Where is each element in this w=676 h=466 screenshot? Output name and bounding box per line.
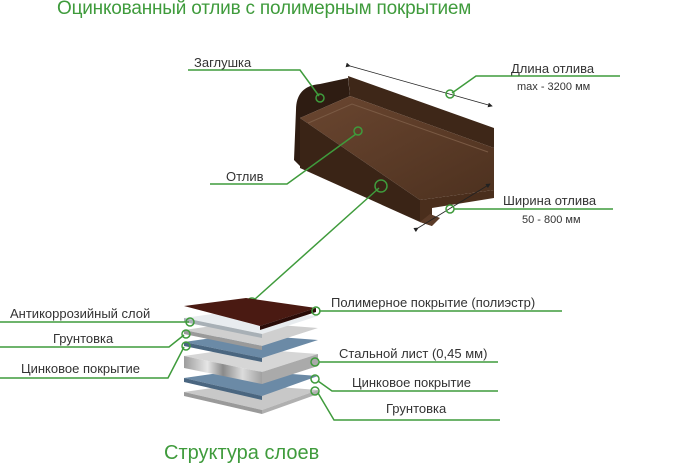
layer-label-primer-left: Грунтовка [53, 331, 114, 346]
primer-left-callout-dot [181, 329, 191, 339]
width-dimension-arrow [413, 183, 491, 233]
length-callout-line [451, 75, 620, 94]
length-value: max - 3200 мм [517, 81, 591, 93]
length-callout-dot [445, 89, 455, 99]
steel-callout-dot [310, 357, 320, 367]
sill-label: Отлив [226, 169, 264, 184]
layer-stack-illustration [184, 298, 318, 414]
layer-label-anticorrosion: Антикоррозийный слой [10, 306, 151, 321]
cap-callout-dot [315, 93, 325, 103]
width-callout-dot [445, 204, 455, 214]
diagram-title: Оцинкованный отлив с полимерным покрытие… [57, 0, 472, 19]
layers-structure-title: Структура слоев [164, 442, 320, 464]
cap-label: Заглушка [194, 55, 252, 70]
zinc-right-callout-dot [310, 374, 320, 384]
layer-label-polymer: Полимерное покрытие (полиэстр) [331, 295, 536, 310]
sill-callout-dot [353, 126, 363, 136]
zinc-left-callout-dot [181, 341, 191, 351]
width-label: Ширина отлива [503, 193, 597, 208]
layer-label-zinc-left: Цинковое покрытие [21, 361, 140, 376]
layer-label-primer-right: Грунтовка [386, 401, 447, 416]
anticorrosion-callout-dot [185, 317, 195, 327]
primer-right-callout-line [317, 392, 500, 421]
length-dimension-arrow [345, 62, 493, 108]
zinc-left-callout-line [0, 346, 185, 379]
cap-callout-line [188, 69, 320, 97]
layer-label-zinc-right: Цинковое покрытие [352, 375, 471, 390]
polymer-callout-dot [311, 306, 321, 316]
sill-to-layers-line [253, 187, 380, 301]
layer-label-steel: Стальной лист (0,45 мм) [339, 346, 488, 361]
sill-to-layers-dot-top [374, 179, 388, 193]
length-label: Длина отлива [511, 61, 595, 76]
primer-left-callout-line [0, 334, 185, 348]
sill-callout-line [210, 133, 357, 185]
zinc-right-callout-line [317, 380, 498, 392]
primer-right-callout-dot [310, 386, 320, 396]
width-value: 50 - 800 мм [522, 214, 581, 226]
